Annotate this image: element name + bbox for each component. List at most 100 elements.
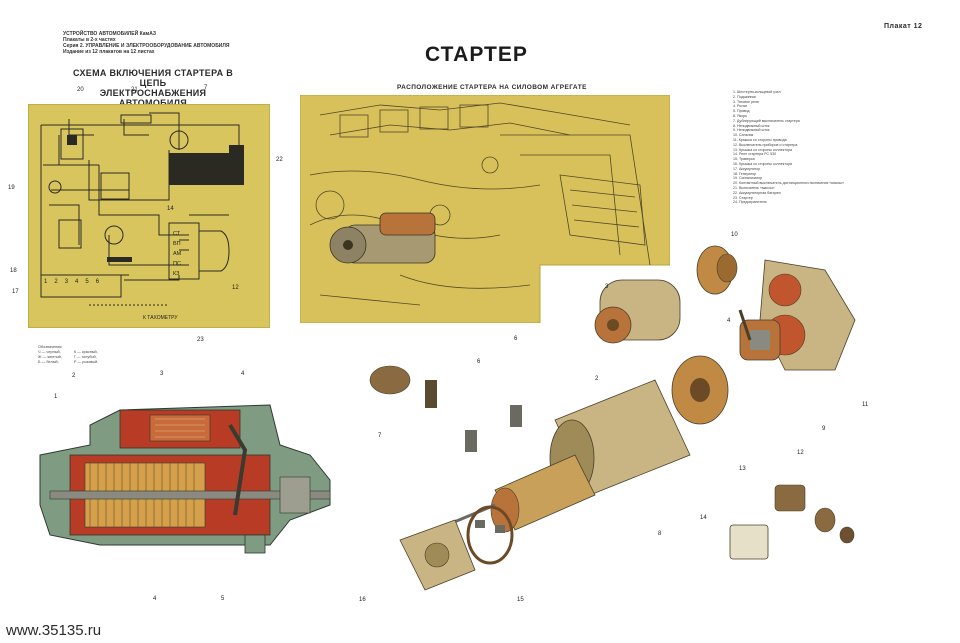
callout-12: 12 [232,285,239,291]
callout-14: 14 [167,206,174,212]
legend-item: 23. Стартер [733,195,753,200]
legend-item: 17. Аккумулятор [733,166,761,171]
tachometer-label: К ТАХОМЕТРУ [143,315,178,321]
starter-section-drawing [39,404,331,554]
wire-color-legend-title: Обозначения: [38,345,63,349]
legend-item: 1. Шестерня-кольцевой узел [733,90,781,94]
starter-exploded-view [355,230,905,615]
switch-label: КЗ [173,271,180,277]
duplicate-switch-part [369,365,437,408]
terminal-number: 4 [75,279,79,285]
callout-19: 19 [8,185,15,191]
legend-item: 14. Реле стартера РС 530 [733,152,777,157]
traction-relay-part [594,279,681,344]
legend-item: 10. Сальник [733,133,754,138]
wiring-schema-drawing [40,112,244,306]
exploded-callout-16: 16 [359,597,366,603]
drive-pulley-part [696,245,738,295]
switch-label: ВП [173,241,181,247]
legend-item: 6. Якорь [733,113,748,118]
starter-in-place [329,212,436,264]
legend-item: 16. Крышка со стороны коллектора [733,161,792,166]
exploded-callout-13: 13 [739,466,746,472]
wire-color-item: Б — белый, [38,360,59,364]
section-callout: 4 [153,596,157,602]
section-callout: 4 [241,371,245,377]
switch-label: АМ [173,251,182,257]
legend-item: 5. Привод [733,109,750,114]
callout-18: 18 [10,268,17,274]
poster-number: Плакат 12 [884,23,923,30]
wire-color-legend: Обозначения: Ч — черный, Ж — желтый, Б —… [38,345,148,365]
section-callout: 2 [72,373,76,379]
callout-20: 20 [77,87,84,93]
callout-7: 7 [204,85,208,91]
exploded-callout-10: 10 [731,232,738,238]
exploded-callout-11: 11 [862,402,869,408]
terminal-number: 5 [85,279,89,285]
starter-relay-part [729,524,769,560]
legend-item: 15. Траверса [733,157,755,162]
legend-item: 12. Выключатель приборов и стартера [733,142,798,147]
commutator-end-cover-part [399,519,476,591]
terminal-number: 1 [44,279,48,285]
exploded-callout-4: 4 [727,318,731,324]
ignition-switch-part [774,484,855,544]
header-line-4: Издание из 12 плакатов на 12 листах [63,49,155,55]
legend-item: 19. Сигнализатор [733,176,763,181]
callout-21: 21 [131,87,138,93]
exploded-callout-14: 14 [700,515,707,521]
engine-location-drawing [299,94,671,324]
terminal-number: 3 [64,279,69,285]
starter-section-view [30,385,340,560]
section-callout: 1 [54,394,58,400]
schema-title: СХЕМА ВКЛЮЧЕНИЯ СТАРТЕРА В ЦЕПЬ ЭЛЕКТРОС… [68,68,238,108]
legend-item: 7. Дублирующий выключатель стартера [733,118,800,123]
exploded-callout-2: 2 [595,376,599,382]
switch-label: СТ [173,231,181,237]
exploded-callout-6b: 6 [514,336,518,342]
wire-color-item: Г — голубой, [73,355,97,359]
exploded-drawing [369,245,856,591]
schema-title-line-1: СХЕМА ВКЛЮЧЕНИЯ СТАРТЕРА В ЦЕПЬ [73,68,233,88]
exploded-callout-7: 7 [378,433,382,439]
cover-disc-part [671,355,729,425]
lever-part [738,309,752,341]
header-line-1: УСТРОЙСТВО АВТОМОБИЛЕЙ КамАЗ [63,31,156,37]
legend-item: 2. Подшипник [733,94,756,99]
legend-item: 8. Неподвижный шток [733,123,770,128]
wiring-schema-panel [28,104,270,328]
ignition-switch-labels: СТ ВП АМ ПС КЗ [173,229,181,279]
exploded-callout-8: 8 [658,531,662,537]
terminal-number: 6 [95,279,100,285]
legend-item: 9. Неподвижный шток [733,128,770,133]
terminal-number: 2 [54,279,58,285]
legend-item: 18. Генератор [733,171,757,176]
location-title: РАСПОЛОЖЕНИЕ СТАРТЕРА НА СИЛОВОМ АГРЕГАТ… [397,84,587,91]
drive-part [739,319,781,361]
legend-item: 4. Рычаг [733,104,748,109]
section-callout: 3 [160,371,164,377]
exploded-callout-9: 9 [822,426,826,432]
exploded-callout-12: 12 [797,450,804,456]
legend-item: 11. Крышка со стороны привода [733,137,787,142]
parts-legend: 1. Шестерня-кольцевой узел 2. Подшипник … [733,90,883,205]
callout-22: 22 [276,157,283,163]
brush-parts [465,405,522,452]
wire-color-item: Ч — черный, [38,350,61,354]
legend-item: 22. Аккумуляторная батарея [733,190,781,195]
terminal-block-numbers: 1 2 3 4 5 6 [44,279,99,285]
wire-color-item: Р — розовый. [73,360,99,364]
legend-item: 21. Включатель «массы» [733,185,775,190]
legend-item: 13. Крышка со стороны коллектора [733,147,792,152]
legend-item: 3. Тяговое реле [733,99,760,104]
section-callout: 5 [221,596,225,602]
brush-holder-part [466,505,514,565]
switch-label: ПС [173,261,181,267]
footer-url: www.35135.ru [6,622,102,639]
legend-item: 24. Предохранитель [733,200,767,205]
page-title: СТАРТЕР [425,43,528,66]
legend-item: 20. Контактный выключатель дистанционног… [733,181,845,186]
callout-23: 23 [197,337,204,343]
wire-color-item: К — красный, [73,350,98,354]
